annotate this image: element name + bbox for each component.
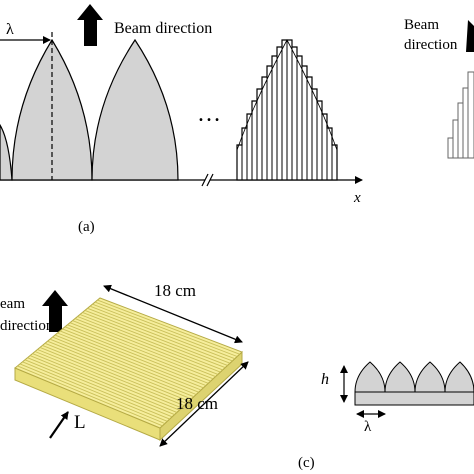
beam-direction-arrow-b (466, 20, 474, 52)
baseplate (354, 391, 474, 406)
beam-label-c-line2: direction (0, 318, 54, 334)
panel-a (0, 4, 363, 187)
caption-a: (a) (78, 219, 95, 235)
stepped-structure-b-slices (452, 88, 469, 158)
ogive-2 (91, 38, 179, 181)
axis-break-mark-1 (201, 173, 209, 187)
beam-direction-arrow-c (42, 290, 68, 332)
dimension-label-right: 18 cm (176, 394, 219, 413)
stepped-ogive-envelope (236, 39, 338, 151)
absorber-ridge-line (29, 355, 175, 416)
absorber-ridge-line (32, 353, 178, 413)
lambda-label: λ (6, 21, 14, 38)
absorber-ridge-line (34, 351, 180, 411)
beam-direction-arrow (77, 4, 103, 46)
panel-b (447, 20, 474, 159)
stepped-ogive-slices (241, 40, 333, 180)
absorber-ridge-line (37, 349, 182, 409)
ogive-partial (0, 123, 13, 181)
panel-c (14, 284, 249, 447)
height-label: h (321, 371, 329, 388)
absorber-ridge-line (17, 365, 163, 427)
dim-arrow-right (159, 361, 249, 447)
panel-d (340, 361, 474, 418)
beam-label-c-line1: eam (0, 296, 25, 312)
absorber-ridge-line (19, 363, 165, 424)
dim-arrow-top (103, 284, 243, 344)
stepped-structure-b (447, 71, 474, 159)
ellipsis-label: … (197, 101, 221, 127)
dimension-label-top: 18 cm (154, 281, 197, 300)
beam-direction-label: Beam direction (114, 20, 213, 37)
l-label: L (74, 412, 86, 433)
x-axis-label: x (354, 190, 361, 206)
absorber-ridge-line (27, 357, 173, 418)
caption-c: (c) (298, 455, 315, 471)
beam-label-b-line2: direction (404, 37, 458, 53)
absorber-ridge-line (24, 359, 170, 420)
l-pointer-arrow (49, 411, 69, 439)
ogive-row (354, 361, 474, 393)
lambda-label-d: λ (364, 419, 372, 435)
absorber-ridge-line (22, 361, 168, 422)
beam-label-b-line1: Beam (404, 17, 439, 33)
